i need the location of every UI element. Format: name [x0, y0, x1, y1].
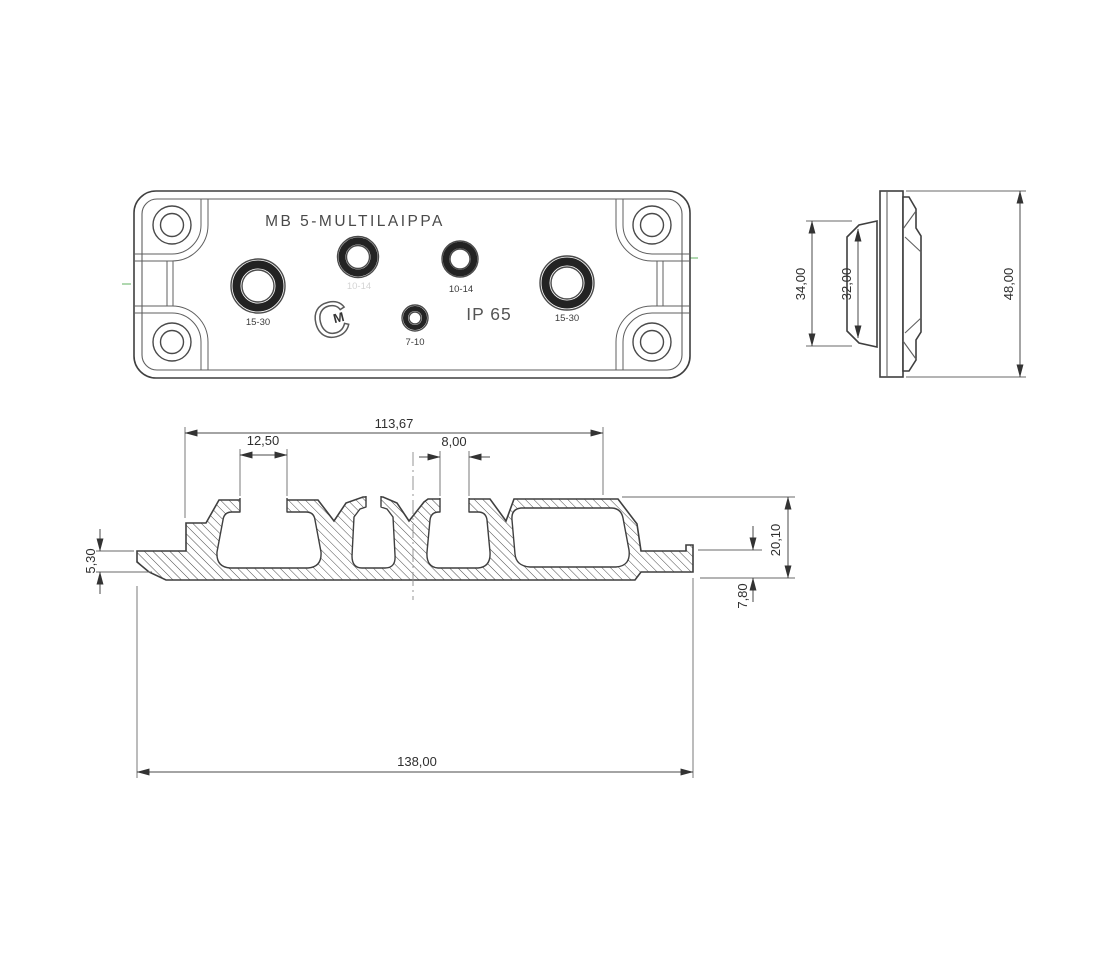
- dim-label-12: 12,50: [247, 433, 280, 448]
- section-cavity-small: [352, 496, 396, 568]
- grommet-left-big: [230, 258, 286, 314]
- dim-label-138: 138,00: [397, 754, 437, 769]
- grommet-mid-left: [336, 235, 380, 279]
- grommet-label-right-big: 15-30: [555, 313, 579, 324]
- corner-hole-top-left: [152, 205, 192, 245]
- section-cavity-mid: [426, 498, 491, 568]
- logo-m-glyph: M: [332, 309, 346, 326]
- dim-label-34: 34,00: [793, 268, 808, 301]
- grommet-label-mid-right: 10-14: [449, 284, 473, 295]
- dim-label-7: 7,80: [735, 583, 750, 608]
- grommet-right-big: [539, 255, 595, 311]
- front-inner-outline: [141, 198, 683, 371]
- section-cavity-right-big: [511, 508, 630, 567]
- side-view: 34,00 32,00 48,00: [793, 190, 1026, 378]
- grommet-label-mid-left: 10-14: [347, 281, 371, 292]
- dim-label-48: 48,00: [1001, 268, 1016, 301]
- grommet-label-small: 7-10: [405, 337, 424, 348]
- section-view: 113,67 12,50 8,00 5,30 20,10 7,80 138,00: [83, 416, 795, 778]
- side-gasket-profile: [846, 220, 878, 348]
- gasket-channel: [134, 199, 690, 370]
- dim-label-113: 113,67: [375, 416, 414, 431]
- product-title-label: MB 5-MULTILAIPPA: [265, 213, 445, 230]
- corner-hole-top-right: [632, 205, 672, 245]
- dim-label-32: 32,00: [839, 268, 854, 301]
- grommet-label-left-big: 15-30: [246, 317, 270, 328]
- dim-label-8: 8,00: [441, 434, 466, 449]
- side-plate-outline: [879, 190, 904, 378]
- corner-hole-bottom-right: [632, 322, 672, 362]
- dim-label-5: 5,30: [83, 548, 98, 573]
- corner-hole-bottom-left: [152, 322, 192, 362]
- section-cavity-left-big: [216, 498, 322, 568]
- side-protrusion-profile: [902, 196, 922, 372]
- grommet-mid-right: [441, 240, 479, 278]
- side-chamfer-ticks: [902, 210, 922, 360]
- front-view: 15-30 10-14 10-14 7-10 15-30 MB 5-MULTIL…: [122, 190, 698, 379]
- front-outer-outline: [133, 190, 691, 379]
- ip-rating-label: IP 65: [466, 304, 512, 324]
- grommet-small: [401, 304, 429, 332]
- dim-label-20: 20,10: [768, 524, 783, 557]
